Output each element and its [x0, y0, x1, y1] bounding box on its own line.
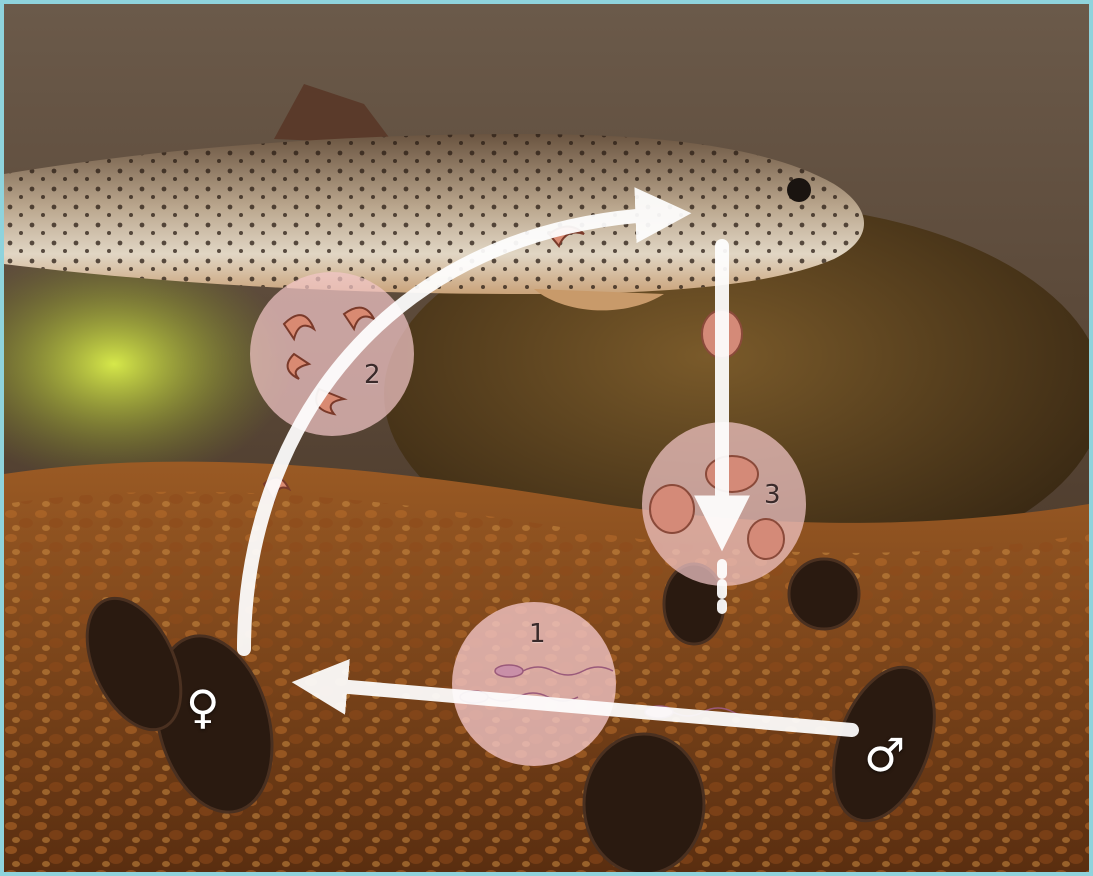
female-symbol: ♀: [186, 684, 220, 730]
river-scene: [4, 4, 1089, 872]
stage-3-label: 3: [764, 482, 781, 508]
male-symbol: ♂: [864, 732, 905, 778]
stage-2-label: 2: [364, 362, 381, 388]
stage-1-label: 1: [529, 621, 546, 647]
